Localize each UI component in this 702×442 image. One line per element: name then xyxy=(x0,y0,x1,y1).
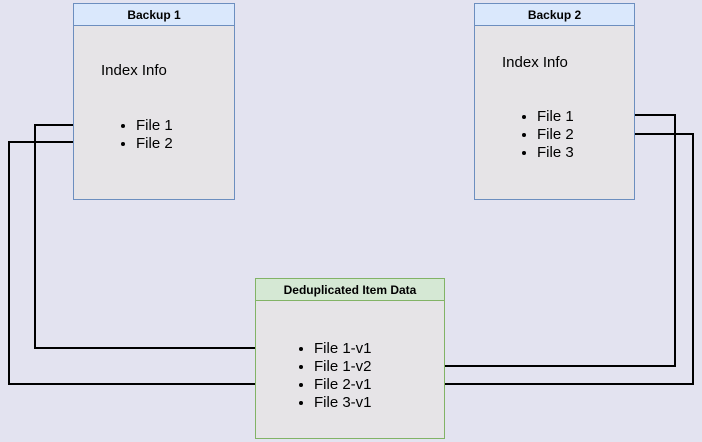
backup1-subtitle: Index Info xyxy=(101,62,167,79)
backup1-box: Backup 1 Index Info File 1File 2 xyxy=(73,3,235,200)
deduplicated-item-data-box: Deduplicated Item Data File 1-v1File 1-v… xyxy=(255,278,445,439)
backup1-header: Backup 1 xyxy=(74,4,234,26)
file-list-item: File 1 xyxy=(136,117,173,135)
file-list-item: File 2 xyxy=(537,126,574,144)
deduplicated-file-list: File 1-v1File 1-v2File 2-v1File 3-v1 xyxy=(299,340,372,412)
file-list-item: File 2 xyxy=(136,135,173,153)
file-list-item: File 3-v1 xyxy=(314,394,372,412)
backup2-header: Backup 2 xyxy=(475,4,634,26)
file-list-item: File 2-v1 xyxy=(314,376,372,394)
deduplicated-item-data-header: Deduplicated Item Data xyxy=(256,279,444,301)
backup2-subtitle: Index Info xyxy=(502,54,568,71)
file-list-item: File 1 xyxy=(537,108,574,126)
backup2-file-list: File 1File 2File 3 xyxy=(522,108,574,162)
file-list-item: File 3 xyxy=(537,144,574,162)
backup1-file-list: File 1File 2 xyxy=(121,117,173,153)
file-list-item: File 1-v2 xyxy=(314,358,372,376)
file-list-item: File 1-v1 xyxy=(314,340,372,358)
backup2-box: Backup 2 Index Info File 1File 2File 3 xyxy=(474,3,635,200)
